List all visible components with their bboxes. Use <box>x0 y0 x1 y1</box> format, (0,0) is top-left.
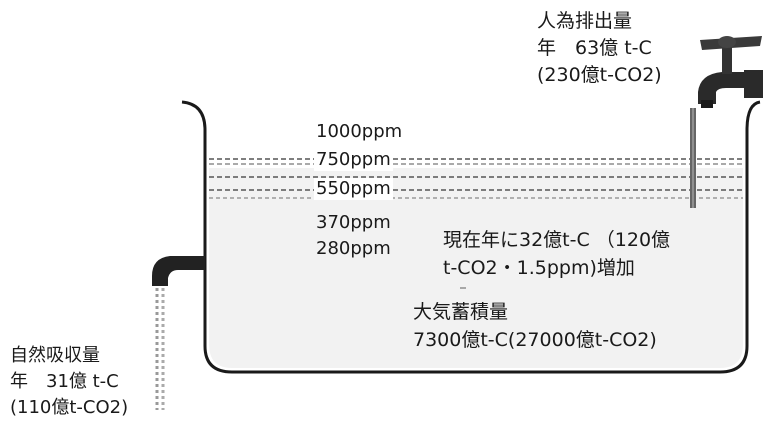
tank-outline <box>181 100 761 374</box>
absorption-label: 自然吸収量 年 31億 t-C (110億t-CO2) <box>10 343 128 421</box>
increase-line1: 現在年に32億t-C （120億 <box>443 229 671 251</box>
level-370ppm-label: 370ppm <box>314 212 393 234</box>
atmosphere-label: 大気蓄積量 7300億t-C(27000億t-CO2) <box>413 298 657 354</box>
level-550ppm-label: 550ppm <box>314 178 393 200</box>
level-280ppm-label: 280ppm <box>314 238 393 260</box>
increase-line2: t-CO2・1.5ppm)増加 <box>443 257 635 279</box>
absorption-co2: (110億t-CO2) <box>10 397 129 418</box>
emission-co2: (230億t-CO2) <box>537 64 662 86</box>
emission-annual: 年 63億 t-C <box>537 37 652 59</box>
atmosphere-value: 7300億t-C(27000億t-CO2) <box>413 329 657 351</box>
level-750ppm-label: 750ppm <box>314 149 393 171</box>
emission-label: 人為排出量 年 63億 t-C (230億t-CO2) <box>537 8 662 89</box>
absorption-title: 自然吸収量 <box>10 345 100 366</box>
outflow-stream <box>155 288 165 410</box>
faucet-icon <box>698 36 763 108</box>
atmosphere-title: 大気蓄積量 <box>413 301 509 323</box>
increase-label: 現在年に32億t-C （120億 t-CO2・1.5ppm)増加 <box>443 226 670 282</box>
outflow-pipe-icon <box>152 256 205 286</box>
emission-title: 人為排出量 <box>537 10 633 32</box>
absorption-annual: 年 31億 t-C <box>10 371 119 392</box>
level-1000ppm-label: 1000ppm <box>314 121 405 143</box>
